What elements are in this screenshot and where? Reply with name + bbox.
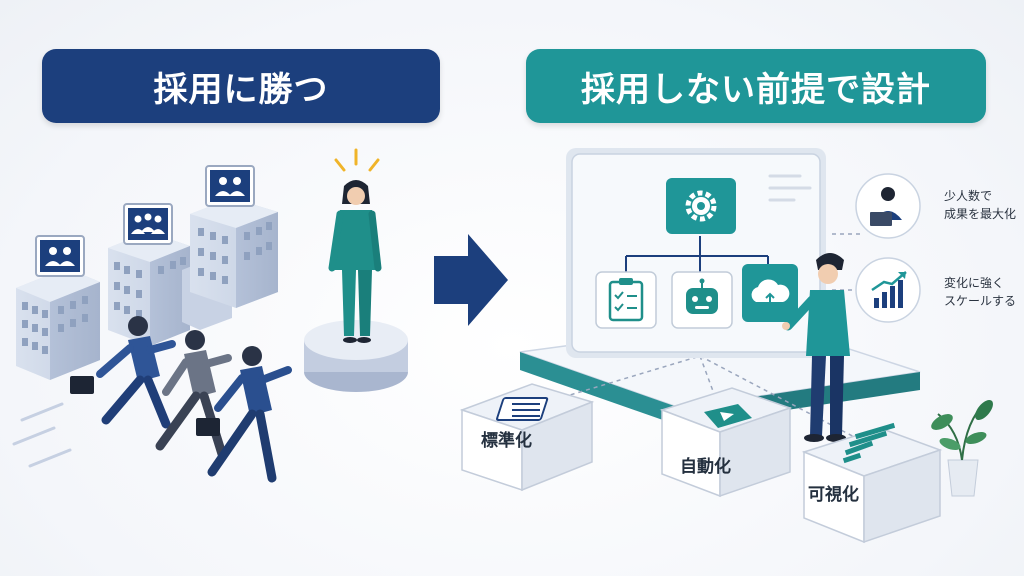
checklist-icon	[496, 397, 549, 421]
office-building	[16, 235, 100, 380]
system-board	[566, 148, 826, 358]
benefit-line: 成果を最大化	[944, 207, 1017, 221]
pillar-label-automate: 自動化	[680, 457, 731, 477]
plant	[931, 400, 993, 497]
remote-worker-icon	[855, 173, 921, 239]
office-building	[108, 203, 190, 346]
presenter-man	[782, 253, 850, 442]
benefit-line: 変化に強く	[944, 276, 1005, 290]
people-icon	[131, 213, 165, 234]
play-icon	[704, 404, 752, 428]
right-title: 採用しない前提で設計	[581, 69, 931, 110]
robot-icon	[686, 278, 718, 314]
pillar-label-standardize: 標準化	[481, 431, 532, 451]
benefit-note: 少人数で 成果を最大化	[944, 187, 1016, 223]
highlight-rays	[334, 148, 380, 172]
pillar-cube	[459, 383, 595, 492]
left-title: 採用に勝つ	[153, 69, 329, 110]
candidate-woman	[328, 180, 382, 343]
benefit-line: スケールする	[944, 294, 1017, 308]
speed-lines	[12, 402, 72, 468]
growth-chart-icon	[855, 257, 921, 323]
running-businessman	[155, 330, 232, 459]
transition-arrow-icon	[434, 234, 508, 326]
people-icon	[215, 177, 245, 196]
right-title-banner: 採用しない前提で設計	[526, 49, 986, 123]
running-businessman	[70, 316, 176, 429]
pillar-label-visualize: 可視化	[808, 485, 859, 505]
cloud-icon	[751, 279, 790, 306]
clipboard-icon	[608, 278, 644, 322]
pillar-cube	[801, 422, 943, 544]
benefit-note: 変化に強く スケールする	[944, 274, 1016, 310]
benefit-line: 少人数で	[944, 189, 993, 203]
gear-icon	[685, 190, 717, 222]
people-icon	[45, 247, 75, 266]
pillar-cube	[659, 387, 793, 498]
pedestal	[304, 320, 408, 392]
running-businessman	[207, 346, 292, 483]
bar-chart-icon	[842, 422, 896, 464]
office-building	[190, 165, 278, 308]
left-title-banner: 採用に勝つ	[42, 49, 440, 123]
